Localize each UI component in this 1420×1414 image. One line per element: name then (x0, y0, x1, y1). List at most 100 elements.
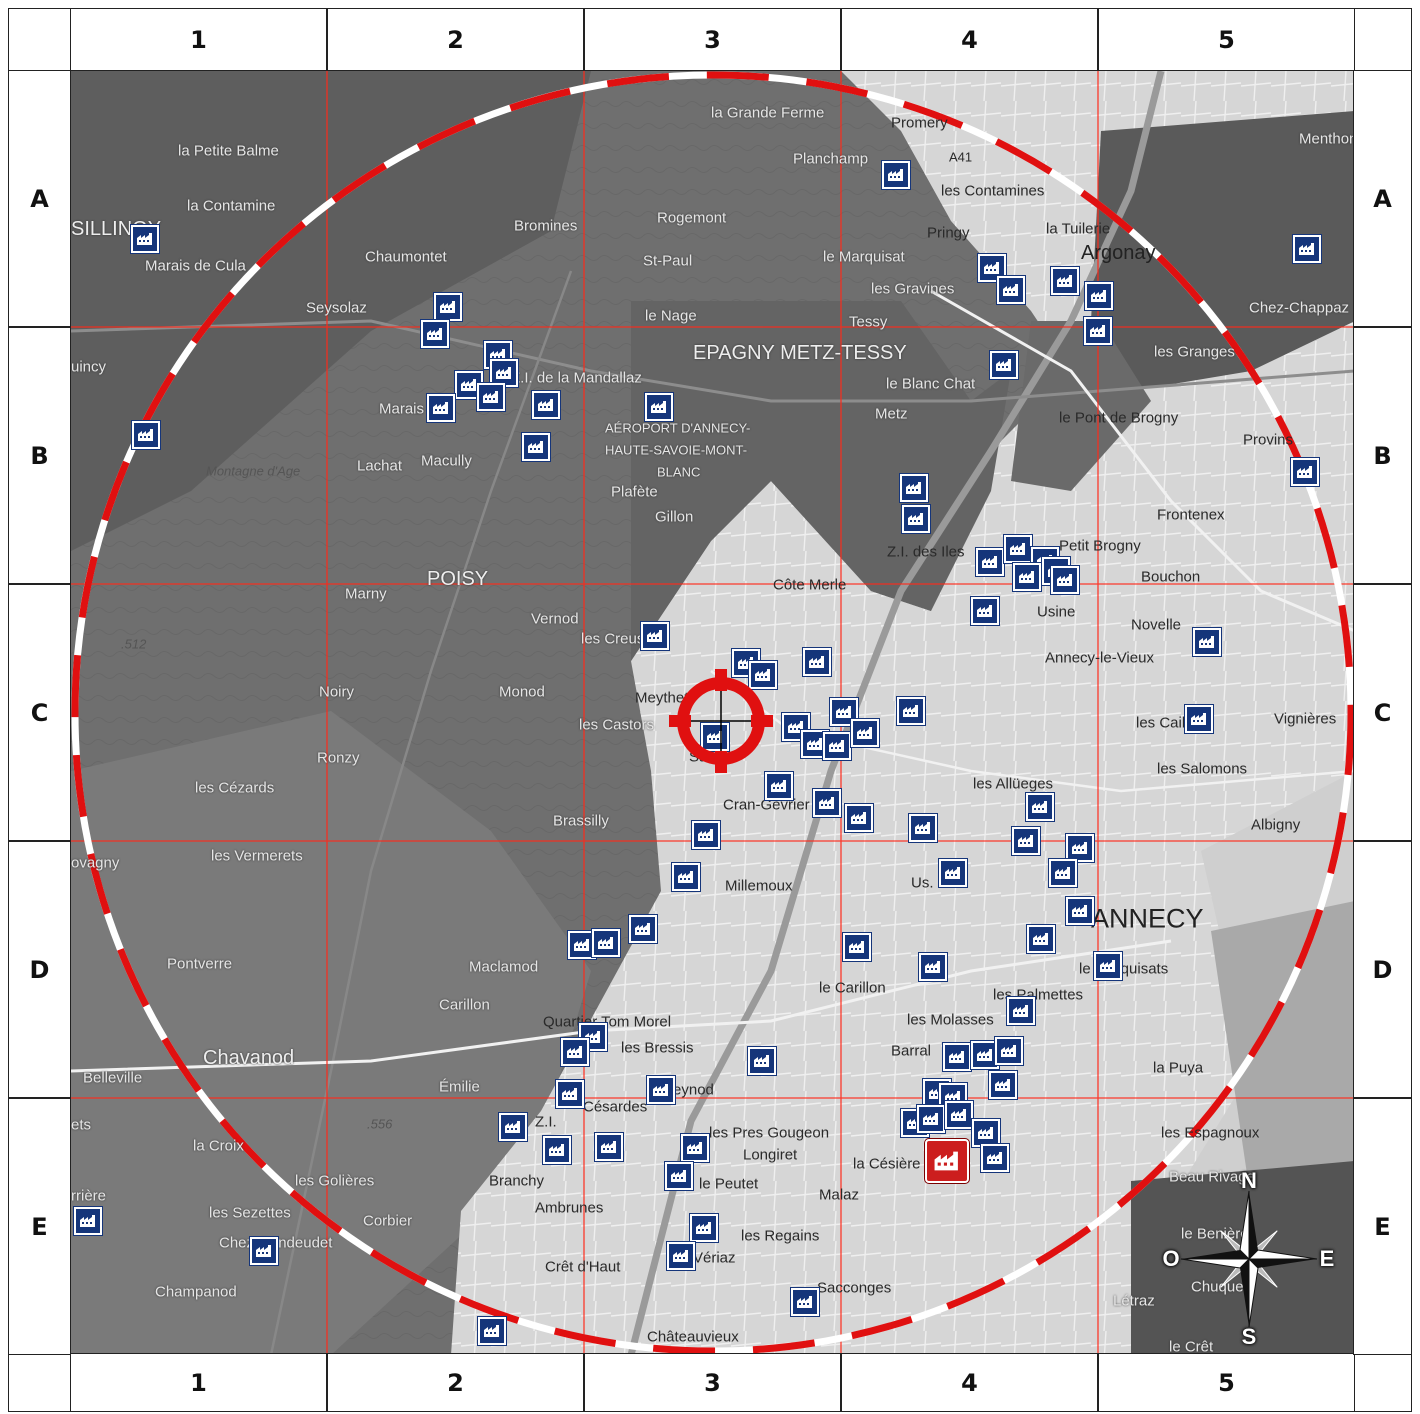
industry-marker[interactable] (1026, 793, 1054, 821)
industry-marker[interactable] (748, 1047, 776, 1075)
industry-marker[interactable] (681, 1134, 709, 1162)
place-label: Chez-Chappaz (1249, 299, 1350, 317)
factory-icon (549, 1144, 564, 1156)
place-label: HAUTE-SAVOIE-MONT- (605, 442, 748, 458)
industry-marker[interactable] (543, 1136, 571, 1164)
place-label: Vériaz (693, 1249, 736, 1267)
industry-marker[interactable] (945, 1101, 973, 1129)
industry-marker[interactable] (845, 804, 873, 832)
industry-marker[interactable] (667, 1242, 695, 1270)
industry-marker[interactable] (561, 1038, 589, 1066)
industry-marker[interactable] (972, 1119, 1000, 1147)
industry-marker[interactable] (592, 929, 620, 957)
industry-marker[interactable] (532, 391, 560, 419)
industry-marker[interactable] (1084, 317, 1112, 345)
industry-marker[interactable] (421, 320, 449, 348)
industry-marker[interactable] (131, 225, 159, 253)
industry-marker[interactable] (132, 421, 160, 449)
factory-icon (1072, 905, 1087, 917)
place-label: le Crêt (1169, 1338, 1214, 1354)
industry-marker[interactable] (522, 433, 550, 461)
industry-marker[interactable] (434, 293, 462, 321)
industry-marker[interactable] (1027, 925, 1055, 953)
industry-marker[interactable] (917, 1105, 945, 1133)
industry-marker[interactable] (803, 648, 831, 676)
industry-marker[interactable] (1193, 628, 1221, 656)
industry-marker[interactable] (1051, 566, 1079, 594)
industry-marker[interactable] (645, 393, 673, 421)
industry-marker[interactable] (1293, 235, 1321, 263)
industry-marker[interactable] (1012, 827, 1040, 855)
factory-icon (925, 961, 940, 973)
industry-marker[interactable] (1185, 705, 1213, 733)
industry-marker[interactable] (477, 383, 505, 411)
industry-marker[interactable] (981, 1144, 1009, 1172)
column-label: 5 (1098, 1353, 1355, 1412)
industry-marker[interactable] (1291, 458, 1319, 486)
industry-marker[interactable] (647, 1076, 675, 1104)
industry-marker[interactable] (900, 474, 928, 502)
industry-marker[interactable] (843, 933, 871, 961)
industry-marker[interactable] (499, 1113, 527, 1141)
industry-marker[interactable] (995, 1037, 1023, 1065)
industry-marker[interactable] (813, 789, 841, 817)
industry-marker[interactable] (1007, 997, 1035, 1025)
place-label: Monod (499, 683, 545, 701)
place-label: le Marquisat (823, 248, 905, 266)
industry-marker[interactable] (1066, 897, 1094, 925)
industry-marker[interactable] (939, 859, 967, 887)
factory-icon (945, 1091, 960, 1103)
industry-marker[interactable] (672, 863, 700, 891)
place-label: Metz (875, 405, 908, 423)
target-crosshair-icon[interactable] (661, 661, 781, 781)
industry-marker[interactable] (902, 505, 930, 533)
place-label: BLANC (657, 464, 701, 480)
factory-icon (687, 1142, 702, 1154)
industry-marker[interactable] (556, 1080, 584, 1108)
industry-marker[interactable] (641, 622, 669, 650)
industry-marker[interactable] (1094, 952, 1122, 980)
industry-marker[interactable] (989, 1071, 1017, 1099)
industry-marker[interactable] (1085, 282, 1113, 310)
place-label: Marny (345, 585, 387, 603)
industry-marker[interactable] (1049, 859, 1077, 887)
industry-marker[interactable] (701, 723, 729, 751)
selected-industry-marker[interactable] (925, 1139, 969, 1183)
industry-marker[interactable] (971, 597, 999, 625)
industry-marker[interactable] (897, 697, 925, 725)
industry-marker[interactable] (909, 814, 937, 842)
industry-marker[interactable] (919, 953, 947, 981)
factory-icon (984, 262, 999, 274)
industry-marker[interactable] (823, 732, 851, 760)
industry-marker[interactable] (997, 276, 1025, 304)
industry-marker[interactable] (665, 1162, 693, 1190)
industry-marker[interactable] (990, 351, 1018, 379)
industry-marker[interactable] (765, 772, 793, 800)
industry-marker[interactable] (629, 915, 657, 943)
factory-icon (1297, 466, 1312, 478)
factory-icon (601, 1141, 616, 1153)
industry-marker[interactable] (250, 1237, 278, 1265)
industry-marker[interactable] (1004, 535, 1032, 563)
industry-marker[interactable] (851, 719, 879, 747)
industry-marker[interactable] (692, 821, 720, 849)
industry-marker[interactable] (1013, 563, 1041, 591)
place-label: la Puya (1153, 1059, 1204, 1077)
industry-marker[interactable] (74, 1207, 102, 1235)
industry-marker[interactable] (978, 254, 1006, 282)
industry-marker[interactable] (1051, 267, 1079, 295)
industry-marker[interactable] (791, 1288, 819, 1316)
industry-marker[interactable] (882, 161, 910, 189)
factory-icon (1191, 713, 1206, 725)
industry-marker[interactable] (943, 1043, 971, 1071)
industry-marker[interactable] (478, 1317, 506, 1345)
industry-marker[interactable] (690, 1214, 718, 1242)
industry-marker[interactable] (595, 1133, 623, 1161)
factory-icon (496, 367, 511, 379)
industry-marker[interactable] (427, 394, 455, 422)
industry-marker[interactable] (830, 698, 858, 726)
industry-marker[interactable] (976, 548, 1004, 576)
industry-marker[interactable] (749, 661, 777, 689)
industry-marker[interactable] (1066, 834, 1094, 862)
